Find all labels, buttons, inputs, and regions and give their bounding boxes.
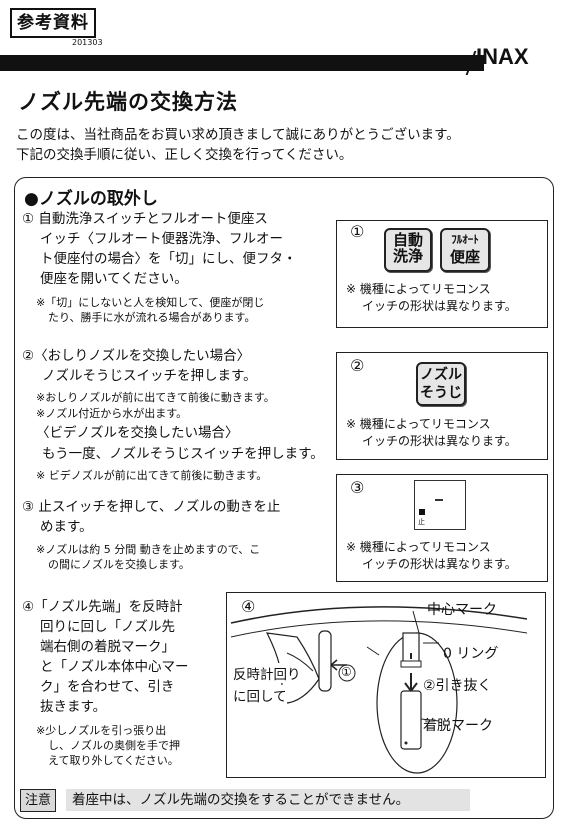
step4-note-3: えて取り外してください。 (48, 754, 179, 767)
intro-line-2: 下記の交換手順に従い、正しく交換を行ってください。 (16, 147, 353, 163)
diagram-step1-label: ① (341, 665, 352, 679)
remote3-note-1: ※ 機種によってリモコンス (346, 540, 491, 554)
caution-text: 着座中は、ノズル先端の交換をすることができません。 (72, 792, 410, 808)
page-title: ノズル先端の交換方法 (18, 90, 238, 114)
step2-line-4: もう一度、ノズルそうじスイッチを押します。 (42, 446, 324, 462)
step4-line-4: と「ノズル本体中心マー (40, 659, 189, 675)
reference-label: 参考資料 (10, 8, 96, 38)
full-auto-label: ﾌﾙｵｰﾄ (451, 233, 479, 246)
brand-logo: INAX (476, 44, 529, 69)
attach-mark-label: 着脱マーク (423, 718, 493, 734)
counterclockwise-label-2: に回して (233, 685, 287, 705)
nozzle-tip (400, 690, 422, 750)
nozzle-clean-button: ノズル そうじ (416, 362, 466, 406)
o-ring-shape (400, 660, 422, 668)
intro-line-1: この度は、当社商品をお買い求め頂きまして誠にありがとうございます。 (16, 127, 460, 143)
step4-note-1: ※少しノズルを引っ張り出 (36, 724, 167, 737)
step3-note-2: の間にノズルを交換します。 (48, 558, 190, 571)
step2-note-1: ※おしりノズルが前に出てきて前後に動きます。 (36, 391, 275, 404)
step2-line-1: ②〈おしりノズルを交換したい場合〉 (22, 348, 251, 364)
remote3-number: ③ (350, 478, 365, 497)
counterclockwise-label-1: 反時計回り (233, 663, 301, 683)
step4-line-1: ④「ノズル先端」を反時計 (22, 599, 183, 615)
instruction-panel (14, 177, 554, 819)
remote1-note-1: ※ 機種によってリモコンス (346, 282, 491, 296)
reference-date: 201303 (72, 38, 103, 47)
caution-label: 注意 (20, 789, 57, 812)
step1-note-1: ※「切」にしないと人を検知して、便座が閉じ (36, 296, 265, 309)
step4-line-6: 抜きます。 (40, 699, 107, 715)
pull-label: ②引き抜く (423, 678, 492, 694)
step4-note-2: し、ノズルの奥側を手で押 (48, 739, 180, 752)
center-mark-label: 中心マーク (427, 602, 497, 618)
stop-indicator-icon (419, 509, 425, 515)
remote2-note-1: ※ 機種によってリモコンス (346, 417, 491, 431)
stop-panel: 止 (414, 480, 466, 530)
step3-line-2: めます。 (40, 519, 93, 535)
step1-line-4: 便座を開いてください。 (40, 271, 188, 287)
step1-line-2: イッチ〈フルオート便器洗浄、フルオー (40, 231, 283, 247)
remote2-number: ② (350, 356, 365, 375)
step3-note-1: ※ノズルは約 5 分間 動きを止めますので、こ (36, 543, 261, 556)
remote1-note-2: イッチの形状は異なります。 (362, 299, 517, 313)
nozzle-diagram: ④ 中心マーク 0 リング ②引き抜く 着脱マーク 反時計回り に回して ① (226, 592, 546, 778)
step4-line-5: ク」を合わせて、引き (40, 679, 175, 695)
step2-note-3: ※ ビデノズルが前に出てきて前後に動きます。 (36, 469, 268, 482)
step2-line-3: 〈ビデノズルを交換したい場合〉 (36, 425, 239, 441)
clean-label: そうじ (420, 385, 462, 401)
seat-label: 便座 (449, 248, 480, 266)
o-ring-label: 0 リング (443, 646, 499, 662)
step4-line-3: 端右側の着脱マーク」 (40, 639, 175, 655)
header-bar (0, 55, 484, 71)
caution-bar (66, 789, 470, 811)
remote1-number: ① (350, 222, 365, 241)
section-title: ●ノズルの取外し (24, 189, 158, 209)
remote2-note-2: イッチの形状は異なります。 (362, 434, 517, 448)
stop-label: 止 (418, 518, 425, 526)
diagram-number: ④ (241, 597, 256, 616)
step4-line-2: 回りに回し「ノズル先 (40, 619, 175, 635)
rim-line (230, 606, 528, 624)
step3-line-1: ③ 止スイッチを押して、ノズルの動きを止 (22, 499, 281, 515)
step1-note-2: たり、勝手に水が流れる場合があります。 (48, 311, 256, 324)
full-auto-seat-button: ﾌﾙｵｰﾄ 便座 (440, 228, 490, 272)
nozzle-label: ノズル (420, 367, 462, 383)
remote3-note-2: イッチの形状は異なります。 (362, 557, 517, 571)
rim-line-inner (230, 620, 528, 638)
stop-dash-icon (435, 499, 443, 501)
nozzle-body-left (318, 630, 332, 692)
step1-line-1: ① 自動洗浄スイッチとフルオート便座ス (22, 211, 268, 227)
step2-line-2: ノズルそうじスイッチを押します。 (42, 368, 257, 384)
step1-marker (338, 664, 356, 682)
auto-flush-button: 自動 洗浄 (384, 228, 432, 272)
step1-line-3: ト便座付の場合〉を「切」にし、便フタ・ (40, 251, 297, 267)
step2-note-2: ※ノズル付近から水が出ます。 (36, 407, 188, 420)
